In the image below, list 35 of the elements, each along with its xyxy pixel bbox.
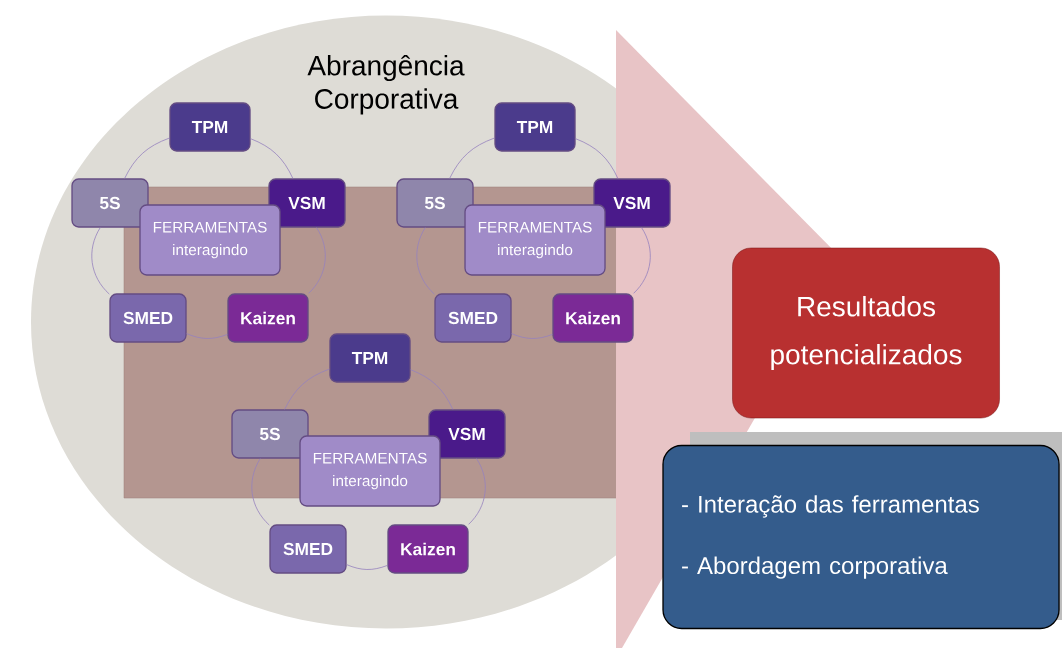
connector-arc (124, 137, 170, 179)
summary-box: - Interação das ferramentas - Abordagem corporativa (662, 444, 1060, 630)
tool-box: 5S (396, 178, 474, 228)
tool-box: TPM (494, 102, 576, 152)
connector-arc (284, 368, 330, 410)
connector-arc (633, 227, 651, 294)
center-box: FERRAMENTAS interagindo (464, 204, 606, 276)
tool-box: SMED (109, 293, 187, 343)
connector-arc (468, 458, 486, 525)
tool-box: Kaizen (552, 293, 634, 343)
connector-arc (251, 458, 270, 526)
tool-box: TPM (169, 102, 251, 152)
connector-arc (91, 227, 110, 295)
connector-arc (575, 138, 619, 179)
connector-arc (410, 369, 454, 410)
result-box: Resultados potencializados (732, 247, 1000, 419)
tool-box: VSM (593, 178, 671, 228)
connector-arc (511, 333, 553, 339)
connector-arc (346, 564, 388, 570)
tool-box: VSM (268, 178, 346, 228)
connector-arc (308, 227, 326, 294)
tool-box: 5S (71, 178, 149, 228)
center-box: FERRAMENTAS interagindo (139, 204, 281, 276)
tool-box: TPM (329, 333, 411, 383)
tool-box: VSM (428, 409, 506, 459)
tool-box: Kaizen (387, 524, 469, 574)
connector-arc (449, 137, 495, 179)
tool-box: SMED (269, 524, 347, 574)
connector-arc (416, 227, 435, 295)
tool-box: SMED (434, 293, 512, 343)
tool-box: Kaizen (227, 293, 309, 343)
tool-box: 5S (231, 409, 309, 459)
center-box: FERRAMENTAS interagindo (299, 435, 441, 507)
connector-arc (250, 138, 294, 179)
connector-arc (186, 333, 228, 339)
